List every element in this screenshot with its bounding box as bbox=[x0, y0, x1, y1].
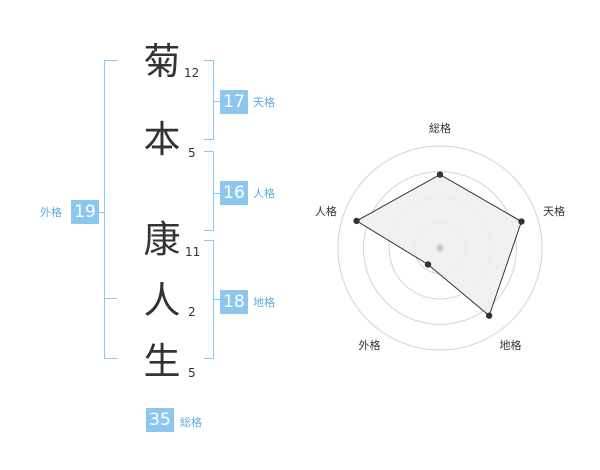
gaikaku-label: 外格 bbox=[40, 206, 62, 219]
name-char-1: 菊 bbox=[143, 40, 181, 83]
gaikaku-connector bbox=[98, 212, 105, 213]
tenkaku-connector bbox=[213, 101, 220, 102]
stroke-count-5: 5 bbox=[188, 366, 196, 380]
jinkaku-label: 人格 bbox=[253, 187, 275, 200]
soukaku-value-box: 35 bbox=[146, 408, 174, 432]
radar-point-4 bbox=[424, 261, 432, 268]
radar-axis-label-4: 外格 bbox=[358, 338, 380, 352]
jinkaku-value-box: 16 bbox=[220, 181, 248, 205]
name-char-3: 康 bbox=[143, 218, 181, 261]
stroke-count-3: 11 bbox=[185, 245, 201, 259]
radar-center-dot bbox=[436, 244, 444, 252]
chikaku-value-box: 18 bbox=[220, 290, 248, 314]
radar-ring-4 bbox=[337, 145, 543, 351]
radar-point-2 bbox=[518, 218, 525, 225]
radar-axis-label-1: 総格 bbox=[429, 121, 451, 135]
stroke-count-2: 5 bbox=[188, 146, 196, 160]
tenkaku-label: 天格 bbox=[253, 96, 275, 109]
gaikaku-bracket-tick bbox=[104, 298, 117, 299]
name-char-2: 本 bbox=[143, 118, 181, 161]
jinkaku-bracket bbox=[204, 151, 214, 231]
radar-axis-label-5: 人格 bbox=[315, 204, 337, 218]
gaikaku-value-box: 19 bbox=[71, 200, 99, 224]
chikaku-connector bbox=[213, 299, 220, 300]
name-char-5: 生 bbox=[143, 340, 181, 383]
gaikaku-bracket bbox=[104, 60, 118, 359]
radar-axis-label-3: 地格 bbox=[500, 338, 522, 352]
stroke-count-1: 12 bbox=[184, 66, 200, 80]
tenkaku-value-box: 17 bbox=[220, 90, 248, 114]
radar-point-1 bbox=[436, 171, 444, 178]
jinkaku-connector bbox=[213, 193, 220, 194]
tenkaku-bracket bbox=[204, 60, 214, 140]
name-char-4: 人 bbox=[143, 279, 181, 322]
radar-point-5 bbox=[353, 217, 360, 225]
chikaku-label: 地格 bbox=[253, 296, 275, 309]
radar-axis-label-2: 天格 bbox=[543, 204, 565, 218]
radar-point-3 bbox=[485, 312, 493, 319]
soukaku-label: 総格 bbox=[180, 416, 202, 429]
stroke-count-4: 2 bbox=[188, 305, 196, 319]
